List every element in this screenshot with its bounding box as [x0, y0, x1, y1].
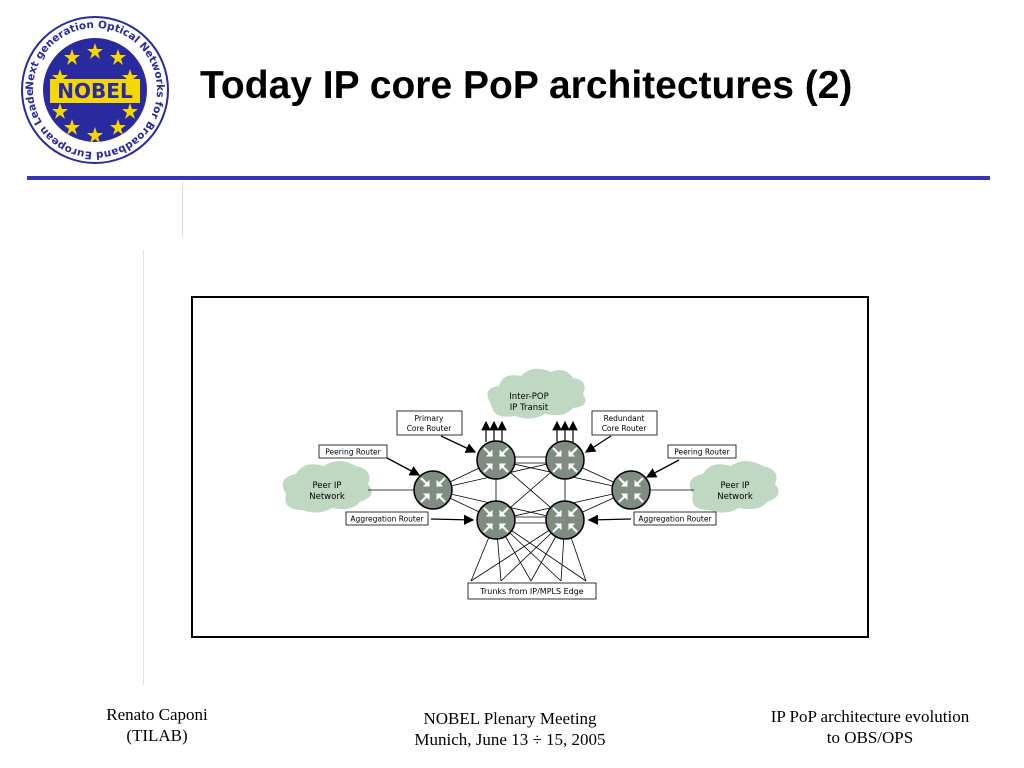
footer-event-date: Munich, June 13 ÷ 15, 2005: [414, 730, 606, 749]
aggregation-router-left-icon: [475, 499, 517, 541]
peer-right-label-2: Network: [717, 492, 753, 502]
peering-right-text: Peering Router: [674, 448, 730, 457]
redundant-label-2: Core Router: [602, 424, 648, 433]
primary-label-1: Primary: [415, 414, 445, 423]
aggregation-router-right-icon: [544, 499, 586, 541]
peering-router-left-icon: [412, 469, 454, 511]
nobel-logo: Next generation Optical Networks for Bro…: [20, 15, 169, 164]
primary-label-2: Core Router: [407, 424, 453, 433]
faint-line-top: [182, 182, 183, 237]
title-divider: [27, 176, 990, 180]
aggregation-router-label-right: Aggregation Router: [587, 511, 717, 526]
redundant-core-label: Redundant Core Router: [584, 410, 658, 453]
footer-event-name: NOBEL Plenary Meeting: [423, 709, 597, 728]
peering-router-label-right: Peering Router: [645, 444, 737, 478]
redundant-core-router-icon: [544, 439, 586, 481]
peer-left-label-1: Peer IP: [312, 481, 341, 491]
inter-pop-label-1: Inter-POP: [509, 392, 548, 402]
inter-pop-label-2: IP Transit: [510, 403, 549, 413]
slide-title: Today IP core PoP architectures (2): [200, 64, 853, 107]
aggregation-left-text: Aggregation Router: [350, 515, 424, 524]
trunks-text: Trunks from IP/MPLS Edge: [479, 587, 584, 596]
footer-author-org: (TILAB): [126, 726, 188, 745]
footer-author: Renato Caponi (TILAB): [82, 704, 232, 746]
uplink-arrows: [481, 420, 578, 442]
footer-author-name: Renato Caponi: [106, 705, 208, 724]
footer-topic-line1: IP PoP architecture evolution: [770, 707, 970, 726]
primary-core-label: Primary Core Router: [396, 410, 477, 453]
inter-pop-cloud: Inter-POP IP Transit: [487, 368, 586, 419]
aggregation-right-text: Aggregation Router: [638, 515, 712, 524]
logo-center-text: NOBEL: [57, 79, 133, 103]
trunks-label: Trunks from IP/MPLS Edge: [467, 582, 597, 600]
redundant-label-1: Redundant: [604, 414, 645, 423]
pop-architecture-diagram: Inter-POP IP Transit Peer IP Network Pee…: [191, 296, 869, 638]
peer-right-label-1: Peer IP: [720, 481, 749, 491]
peering-router-right-icon: [610, 469, 652, 511]
footer-topic: IP PoP architecture evolution to OBS/OPS: [740, 706, 1000, 748]
peering-left-text: Peering Router: [325, 448, 381, 457]
faint-line-left: [143, 250, 144, 685]
peer-left-label-2: Network: [309, 492, 345, 502]
peer-network-cloud-left: Peer IP Network: [282, 461, 372, 513]
primary-core-router-icon: [475, 439, 517, 481]
footer-event: NOBEL Plenary Meeting Munich, June 13 ÷ …: [370, 708, 650, 750]
peer-network-cloud-right: Peer IP Network: [689, 461, 779, 513]
aggregation-router-label-left: Aggregation Router: [345, 511, 475, 526]
footer-topic-line2: to OBS/OPS: [826, 728, 914, 747]
peering-router-label-left: Peering Router: [318, 444, 421, 476]
